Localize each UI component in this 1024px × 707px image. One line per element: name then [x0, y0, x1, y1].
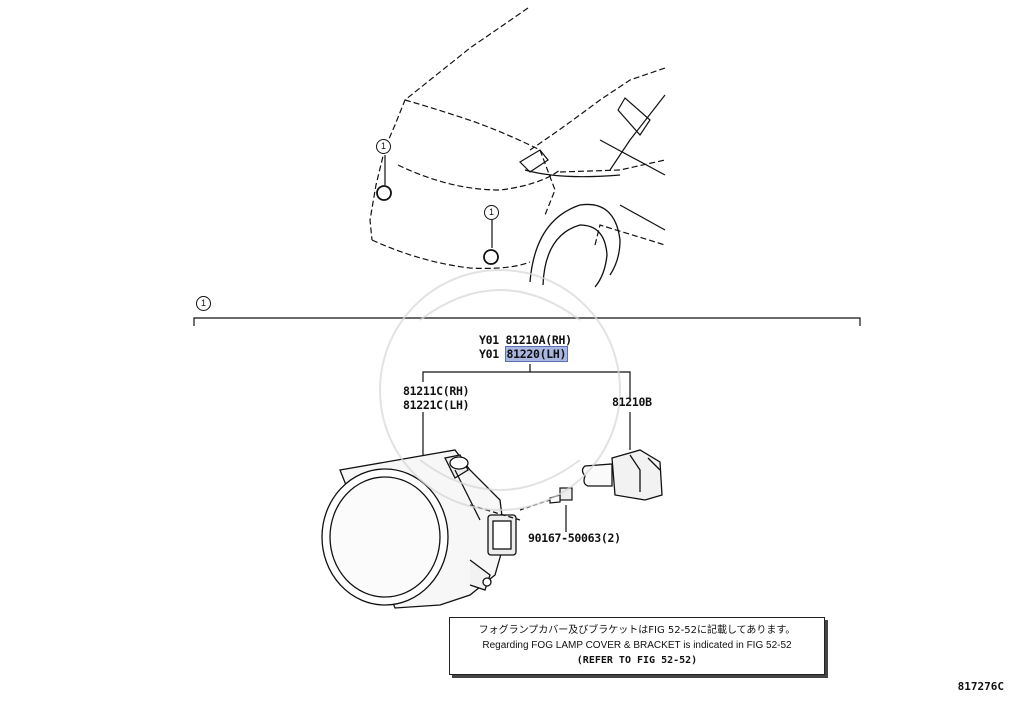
callout-leader-right	[483, 218, 499, 265]
part-label-assembly-lh[interactable]: Y01 81220(LH)	[479, 346, 569, 362]
wheel	[529, 203, 621, 288]
part-label-bulb[interactable]: 81210B	[612, 395, 652, 409]
group-bracket	[193, 317, 861, 326]
bulb	[581, 449, 663, 501]
part-label-lens-lh[interactable]: 81221C(LH)	[403, 398, 470, 412]
illustration-number: 817276C	[957, 680, 1004, 693]
note-reference: (REFER TO FIG 52-52)	[576, 655, 698, 666]
car-body-solid	[519, 94, 666, 231]
callout-number-group[interactable]: 1	[196, 296, 211, 311]
part-label-assembly-rh[interactable]: Y01 81210A(RH)	[479, 334, 572, 347]
note-box: フォグランプカバー及びブラケットはFIG 52-52に記載してあります。 Reg…	[449, 617, 825, 675]
note-english: Regarding FOG LAMP COVER & BRACKET is in…	[482, 640, 792, 651]
part-prefix: Y01	[479, 333, 499, 347]
callout-number-car-left[interactable]: 1	[376, 139, 391, 154]
part-prefix: Y01	[479, 347, 499, 361]
fog-lamp	[321, 449, 521, 609]
part-number-highlighted[interactable]: 81220(LH)	[504, 346, 569, 362]
part-label-screw[interactable]: 90167-50063(2)	[528, 531, 621, 545]
car-body-outline	[369, 7, 666, 269]
part-number: 81210A(RH)	[505, 333, 573, 347]
part-label-lens-rh[interactable]: 81211C(RH)	[403, 384, 470, 398]
callout-number-car-right[interactable]: 1	[484, 205, 499, 220]
assembly-leader	[422, 364, 631, 400]
note-japanese: フォグランプカバー及びブラケットはFIG 52-52に記載してあります。	[478, 625, 796, 636]
callout-leader-left	[376, 155, 392, 201]
watermark-emblem	[379, 269, 621, 511]
